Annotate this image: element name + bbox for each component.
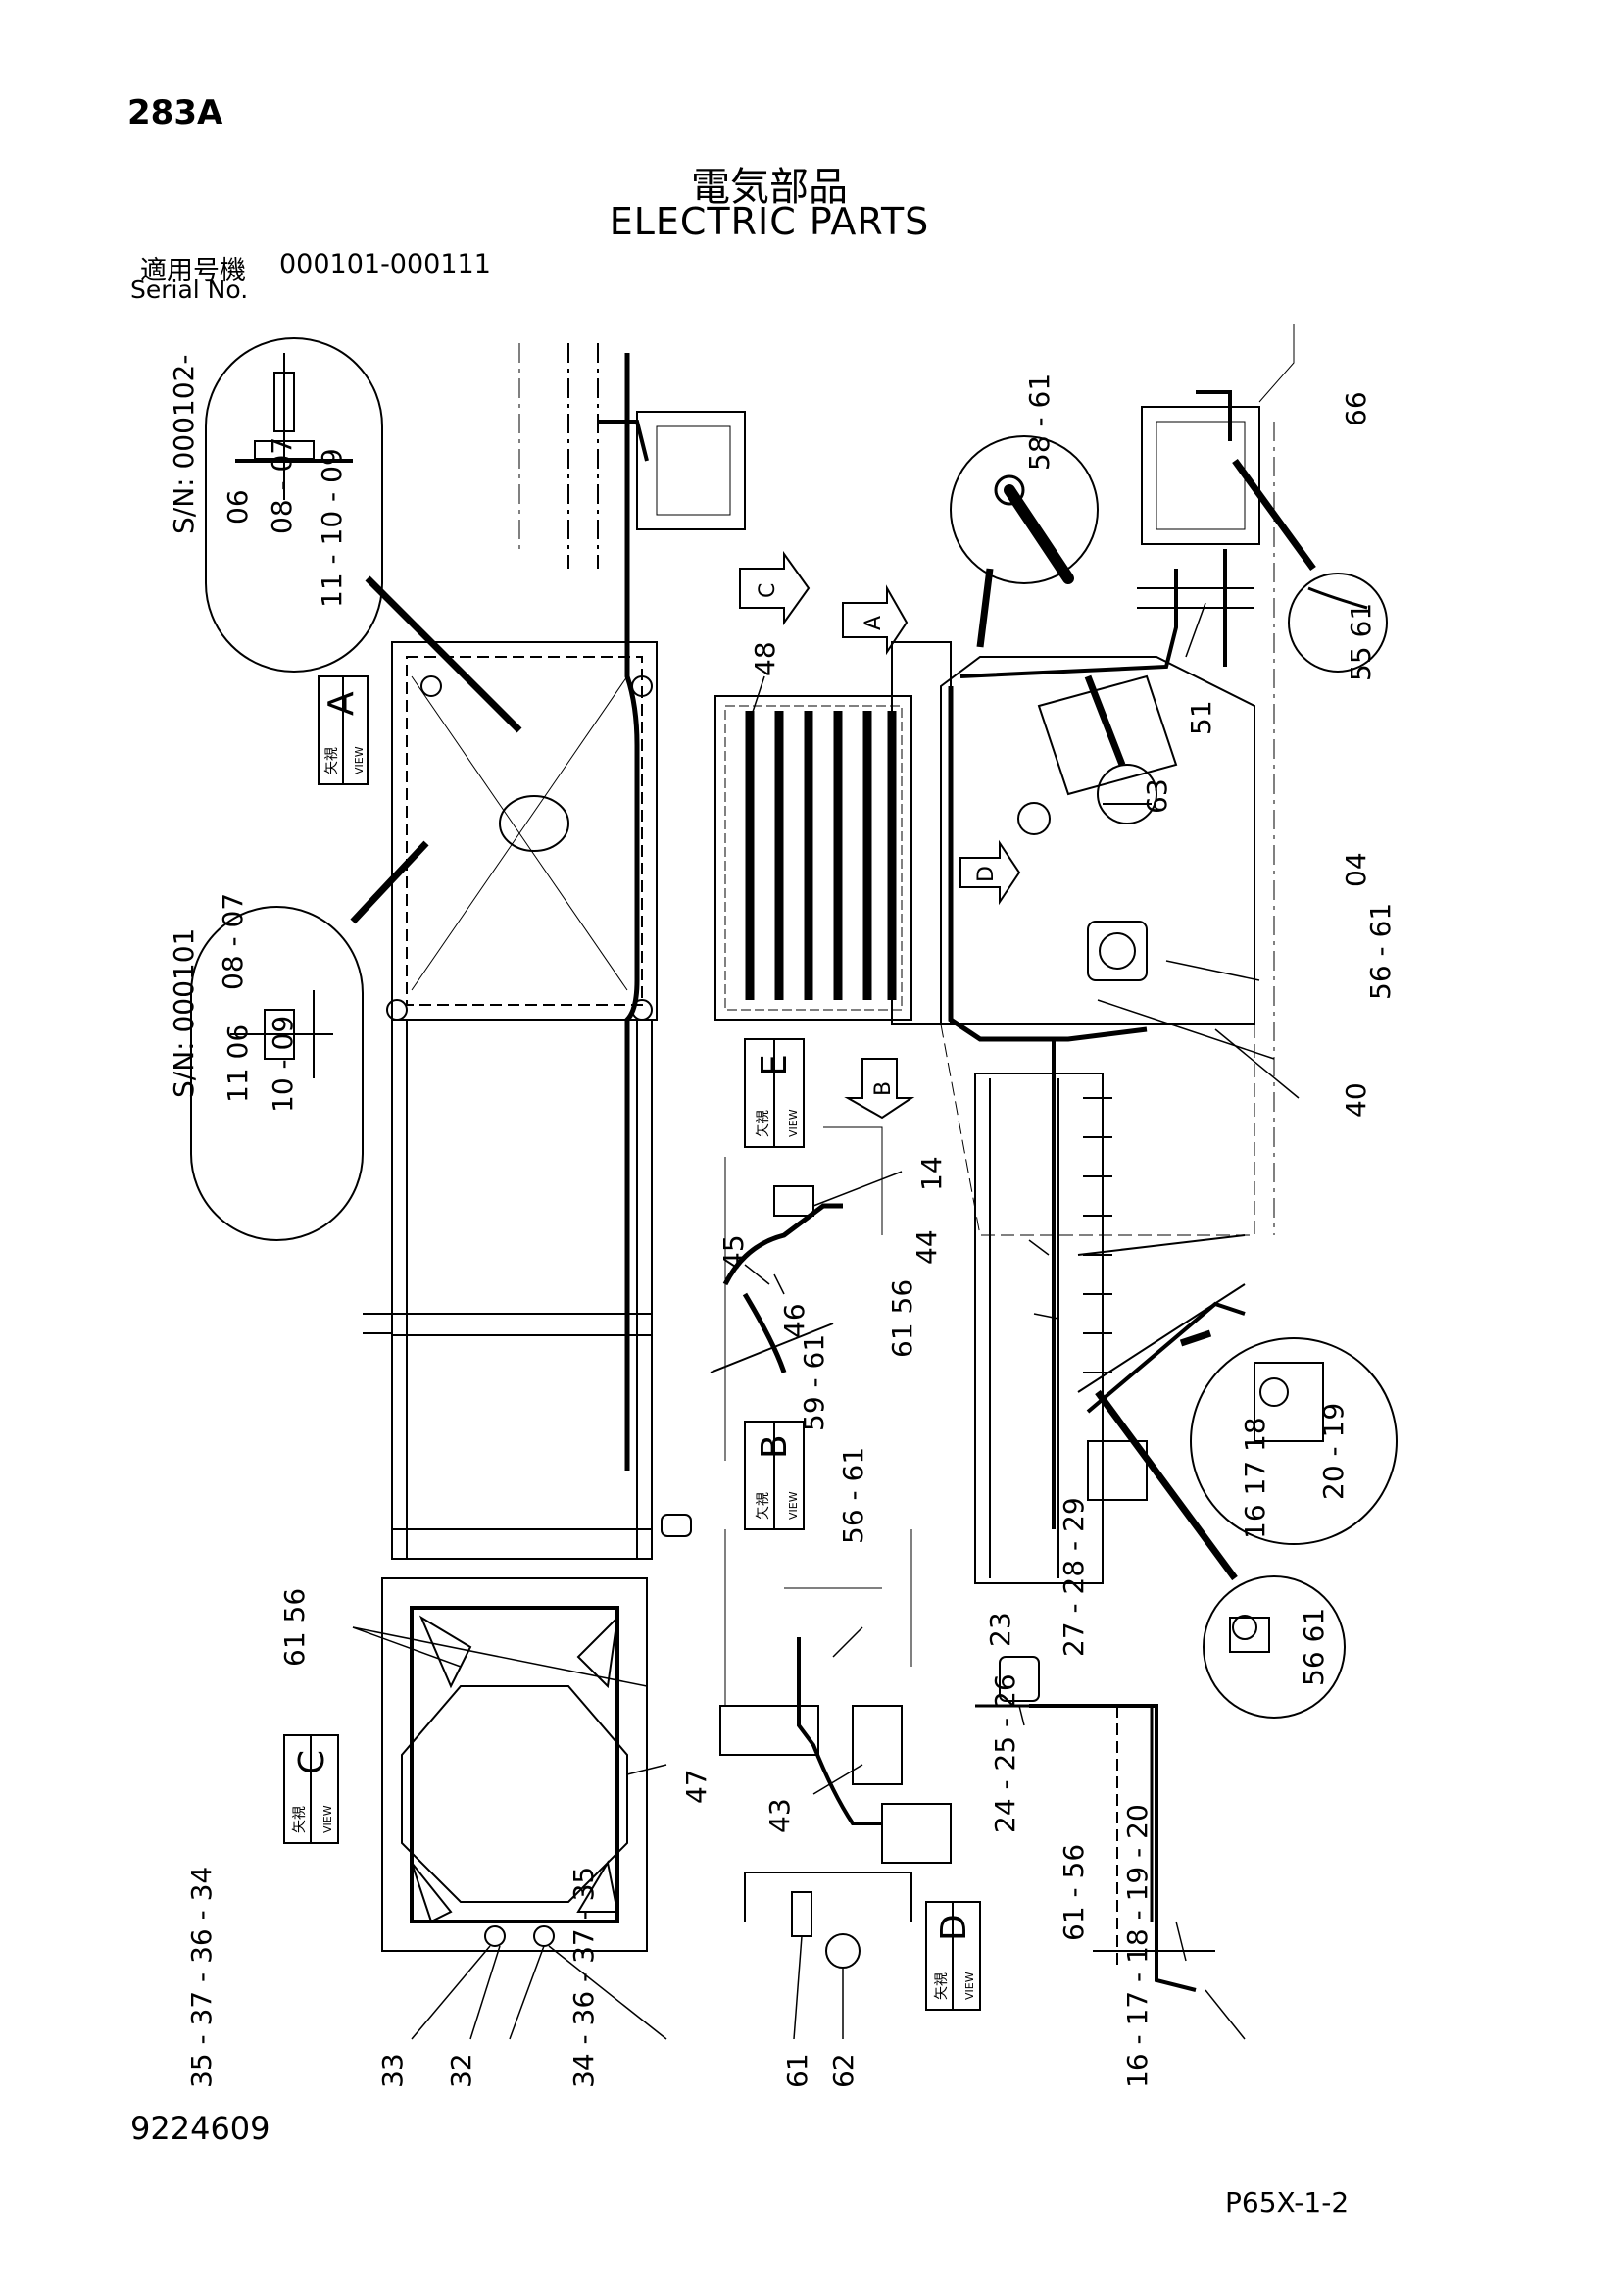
- view-a-en: VIEW: [353, 746, 366, 774]
- title-japanese: 電気部品: [691, 165, 848, 210]
- callout-66: 66: [1340, 391, 1372, 426]
- callout-58-61: 58 - 61: [1023, 374, 1056, 471]
- detail-circles: [190, 337, 1398, 1719]
- callout-24-25-26: 24 - 25 - 26: [989, 1673, 1021, 1833]
- right-body: [940, 324, 1295, 1236]
- view-a-letter: A: [321, 691, 362, 716]
- serial-label-english: Serial No.: [130, 275, 249, 304]
- view-c-letter: C: [292, 1750, 332, 1774]
- radiator-block: [714, 641, 952, 1025]
- callout-48: 48: [749, 641, 781, 676]
- view-b-en: VIEW: [787, 1491, 800, 1520]
- callout-46: 46: [778, 1303, 811, 1338]
- view-e-jp: 矢視: [756, 1110, 771, 1137]
- view-c-jp: 矢視: [292, 1806, 308, 1833]
- view-b-letter: B: [755, 1434, 795, 1459]
- callout-texts: S/N: 000102- S/N: 000101 06 08 - 07 11 -…: [168, 355, 1397, 2088]
- arrow-a-icon: [842, 584, 909, 656]
- arrow-b-icon: [844, 1058, 915, 1120]
- arrow-b-letter: B: [871, 1081, 896, 1096]
- view-b-jp: 矢視: [756, 1492, 771, 1520]
- callout-06: 06: [221, 489, 254, 524]
- view-labels: A 矢視 VIEW E 矢視 VIEW B 矢視 VIEW C 矢視 VIEW …: [292, 583, 999, 2000]
- page-code: P65X-1-2: [1225, 2186, 1350, 2219]
- view-d-jp: 矢視: [934, 1972, 950, 2000]
- callout-34-36-37-35: 34 - 36 - 37 - 35: [567, 1867, 600, 2088]
- detail-leaders: [350, 458, 1316, 1581]
- view-d-bracket: [744, 1872, 912, 1969]
- battery-relay-group: [719, 1529, 952, 1864]
- callout-56-61-b: 56 - 61: [837, 1447, 869, 1544]
- arrow-c-letter: C: [756, 583, 780, 598]
- frame-view-c: [381, 1577, 648, 1952]
- view-a-jp: 矢視: [324, 747, 340, 774]
- arrow-d-letter: D: [974, 866, 999, 882]
- callout-61-56-a: 61 56: [886, 1279, 918, 1358]
- arrow-d-icon: [959, 839, 1021, 906]
- callout-61-56-c: 61 - 56: [1057, 1844, 1090, 1941]
- view-d-letter: D: [934, 1914, 974, 1941]
- callout-11-10-09-a: 11 - 10 - 09: [316, 448, 348, 608]
- document-id: 9224609: [130, 2110, 270, 2147]
- view-d-en: VIEW: [963, 1972, 976, 2000]
- frame-view-a: [363, 343, 746, 1560]
- callout-43: 43: [763, 1798, 796, 1833]
- callout-10-09-b: 10 - 09: [267, 1016, 299, 1113]
- callout-16-to-20: 16 - 17 - 18 - 19 - 20: [1121, 1804, 1154, 2088]
- callout-61: 61: [781, 2053, 813, 2088]
- view-boxes: [283, 675, 981, 2011]
- callout-44: 44: [910, 1229, 943, 1265]
- callout-56-61-a: 56 - 61: [1364, 903, 1397, 1000]
- callout-45: 45: [717, 1234, 750, 1270]
- bottom-right-pipe: [975, 1656, 1215, 1992]
- arrow-c-icon: [739, 550, 811, 626]
- serial-label-japanese: 適用号機: [140, 256, 246, 286]
- callout-20-19: 20 - 19: [1317, 1403, 1350, 1500]
- callout-11-06: 11 06: [221, 1024, 254, 1103]
- callout-04: 04: [1340, 852, 1372, 887]
- serial-note-102: S/N: 000102-: [168, 355, 200, 534]
- page-number: 283A: [127, 93, 223, 132]
- callout-59-61: 59 - 61: [798, 1334, 830, 1431]
- callout-51: 51: [1185, 700, 1217, 735]
- callout-35-37-36-34: 35 - 37 - 36 - 34: [185, 1867, 218, 2088]
- callout-62: 62: [827, 2053, 860, 2088]
- callout-08-07-b: 08 - 07: [217, 893, 249, 990]
- arrow-a-letter: A: [861, 616, 886, 630]
- view-b-harness: [710, 1126, 883, 1461]
- view-e-letter: E: [755, 1054, 795, 1076]
- callout-56-61-c: 56 61: [1298, 1608, 1330, 1686]
- callout-63: 63: [1141, 778, 1173, 814]
- callout-14: 14: [915, 1156, 948, 1191]
- view-arrows: [739, 550, 1021, 1120]
- callout-47: 47: [680, 1769, 713, 1804]
- view-e-en: VIEW: [787, 1109, 800, 1137]
- callout-33: 33: [376, 2053, 409, 2088]
- callout-23: 23: [984, 1612, 1016, 1647]
- callout-27-28-29: 27 - 28 - 29: [1057, 1497, 1090, 1657]
- title-english: ELECTRIC PARTS: [609, 200, 930, 243]
- callout-61-56-b: 61 56: [278, 1588, 311, 1667]
- callout-08-07-a: 08 - 07: [266, 437, 298, 534]
- callout-16-17-18: 16 17 18: [1239, 1417, 1271, 1539]
- serial-range: 000101-000111: [279, 249, 491, 279]
- callout-leaders: [352, 602, 1300, 2040]
- serial-note-101: S/N: 000101: [168, 928, 200, 1098]
- lower-chassis: [974, 1039, 1246, 1584]
- view-c-en: VIEW: [321, 1805, 334, 1833]
- callout-32: 32: [445, 2053, 477, 2088]
- callout-40: 40: [1340, 1082, 1372, 1118]
- callout-55-61: 55 61: [1345, 603, 1377, 681]
